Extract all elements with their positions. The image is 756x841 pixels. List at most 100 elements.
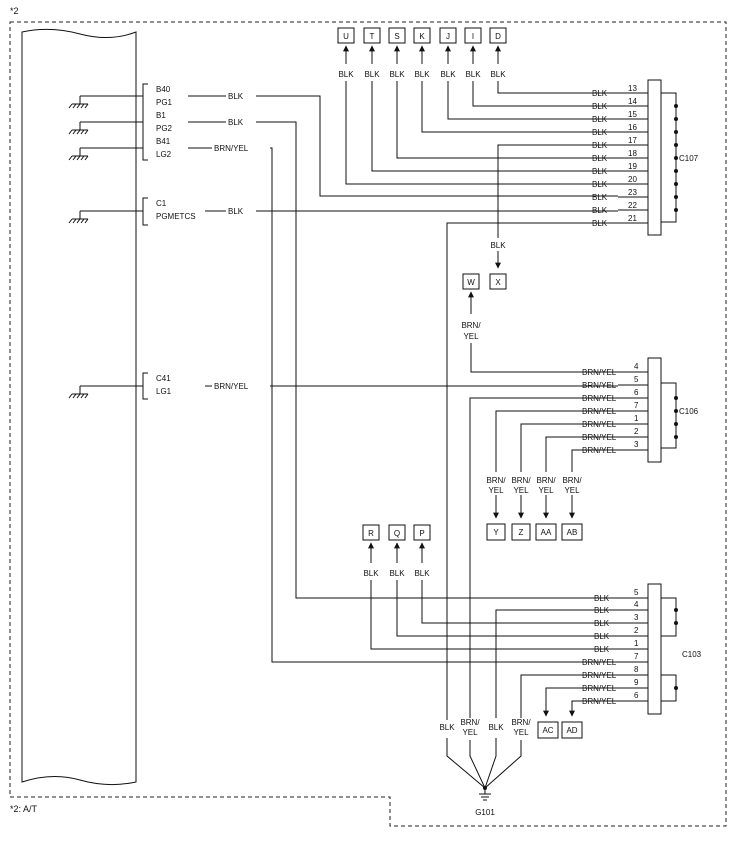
box-x: X — [489, 273, 507, 290]
c107-pin: 20 — [628, 175, 637, 184]
box-i-label: I — [472, 32, 474, 41]
dashed-border — [9, 21, 727, 827]
ecm-name-pg1: PG1 — [156, 98, 173, 107]
wire-label-blk: BLK — [490, 70, 506, 79]
wire-label-blk: BLK — [228, 118, 244, 127]
box-ab-label: AB — [567, 528, 578, 537]
box-k-label: K — [419, 32, 425, 41]
c103-pin: 4 — [634, 600, 639, 609]
wire-label-blk: BLK — [228, 207, 244, 216]
ecm-pin-c1: C1 — [156, 199, 167, 208]
ground-label: G101 — [475, 808, 495, 817]
c103-pin-lines — [618, 597, 648, 702]
c107-color: BLK — [592, 206, 608, 215]
connector-c107-label: C107 — [679, 154, 699, 163]
connector-c103-label: C103 — [682, 650, 702, 659]
box-j: J — [439, 27, 457, 44]
c106-pin: 3 — [634, 440, 639, 449]
box-w-label: W — [467, 278, 475, 287]
ecm-wire-labels: BLK BLK BRN/YEL BLK BRN/YEL — [214, 92, 249, 391]
wire-label-blk: BLK — [364, 70, 380, 79]
ground-converge-wires — [446, 738, 522, 801]
top-arrows — [343, 45, 501, 64]
wire-label-blk: BLK — [414, 569, 430, 578]
wire-label-blk: BLK — [363, 569, 379, 578]
ecm-name-pgmetcs: PGMETCS — [156, 212, 196, 221]
wire-label-yel: YEL — [513, 728, 529, 737]
c103-pin-colors: BLK BLK BLK BLK BLK BRN/YEL BRN/YEL BRN/… — [582, 594, 617, 706]
footer-note: *2: A/T — [10, 804, 38, 814]
c103-pin-numbers: 5 4 3 2 1 7 8 9 6 — [634, 588, 639, 700]
c106-pin: 6 — [634, 388, 639, 397]
ecm-pin-b40: B40 — [156, 85, 171, 94]
box-s: S — [388, 27, 406, 44]
c103-pin: 2 — [634, 626, 639, 635]
ecm-body — [21, 28, 137, 786]
wire-label-yel: YEL — [463, 332, 479, 341]
ground-wire-labels: BLK BRN/ YEL BLK BRN/ YEL — [439, 718, 531, 737]
wire-label-blk: BLK — [389, 569, 405, 578]
box-u: U — [337, 27, 355, 44]
box-y-label: Y — [493, 528, 499, 537]
box-i: I — [464, 27, 482, 44]
box-j-label: J — [446, 32, 450, 41]
c103-color: BLK — [594, 632, 610, 641]
c103-color: BRN/YEL — [582, 658, 617, 667]
wire-label-brn: BRN/ — [460, 718, 480, 727]
wire-label-brn: BRN/ — [536, 476, 556, 485]
top-blk-labels: BLK BLK BLK BLK BLK BLK BLK — [338, 70, 506, 79]
c107-pin: 19 — [628, 162, 637, 171]
ground-boxes: AC AD — [537, 721, 583, 739]
wire-label-blk: BLK — [488, 723, 504, 732]
c103-splice-dots — [674, 608, 678, 690]
box-t: T — [363, 27, 381, 44]
ecm-pin-labels: B40 PG1 B1 PG2 B41 LG2 C1 PGMETCS C41 LG… — [156, 85, 196, 396]
c107-pin: 17 — [628, 136, 637, 145]
c103-pin: 8 — [634, 665, 639, 674]
c103-out-wires — [495, 609, 618, 718]
w-wire-label: BRN/ YEL — [461, 321, 481, 341]
brn-boxes: Y Z AA AB — [486, 523, 583, 541]
c107-pin: 15 — [628, 110, 637, 119]
top-box-group: U T S K J I D — [337, 27, 507, 44]
c103-pin: 5 — [634, 588, 639, 597]
box-x-label: X — [495, 278, 501, 287]
c107-pin: 16 — [628, 123, 637, 132]
c106-pin: 1 — [634, 414, 639, 423]
box-y: Y — [486, 523, 506, 541]
wire-label-blk: BLK — [440, 70, 456, 79]
box-ad: AD — [561, 721, 583, 739]
ecm-name-pg2: PG2 — [156, 124, 173, 133]
box-q-label: Q — [394, 529, 400, 538]
c106-pin: 4 — [634, 362, 639, 371]
box-ab: AB — [561, 523, 583, 541]
mid-boxes: W X — [462, 273, 507, 290]
c106-pin: 7 — [634, 401, 639, 410]
wire-label-blk: BLK — [439, 723, 455, 732]
wire-label-brn: BRN/ — [486, 476, 506, 485]
c107-pin: 14 — [628, 97, 637, 106]
wire-label-blk: BLK — [338, 70, 354, 79]
c107-color: BLK — [592, 193, 608, 202]
wire-label-blk: BLK — [389, 70, 405, 79]
top-wires — [345, 81, 618, 720]
wire-label-brn: BRN/ — [511, 718, 531, 727]
ecm-pin-c41: C41 — [156, 374, 171, 383]
c107-pin-numbers: 13 14 15 16 17 18 19 20 23 22 21 — [628, 84, 637, 223]
lower-boxes: R Q P — [362, 524, 431, 541]
c107-pin: 23 — [628, 188, 637, 197]
ecm-pin-b41: B41 — [156, 137, 171, 146]
ecm-brackets — [142, 83, 148, 400]
c107-pin: 18 — [628, 149, 637, 158]
wire-label-blk: BLK — [414, 70, 430, 79]
wire-label-brn: BRN/ — [511, 476, 531, 485]
ecm-name-lg2: LG2 — [156, 150, 172, 159]
ecm-wires — [188, 95, 618, 663]
c103-pin: 7 — [634, 652, 639, 661]
c107-pin: 13 — [628, 84, 637, 93]
wire-label-brn-yel: BRN/YEL — [214, 144, 249, 153]
c107-pin: 22 — [628, 201, 637, 210]
c103-pin: 3 — [634, 613, 639, 622]
wire-label-yel: YEL — [488, 486, 504, 495]
